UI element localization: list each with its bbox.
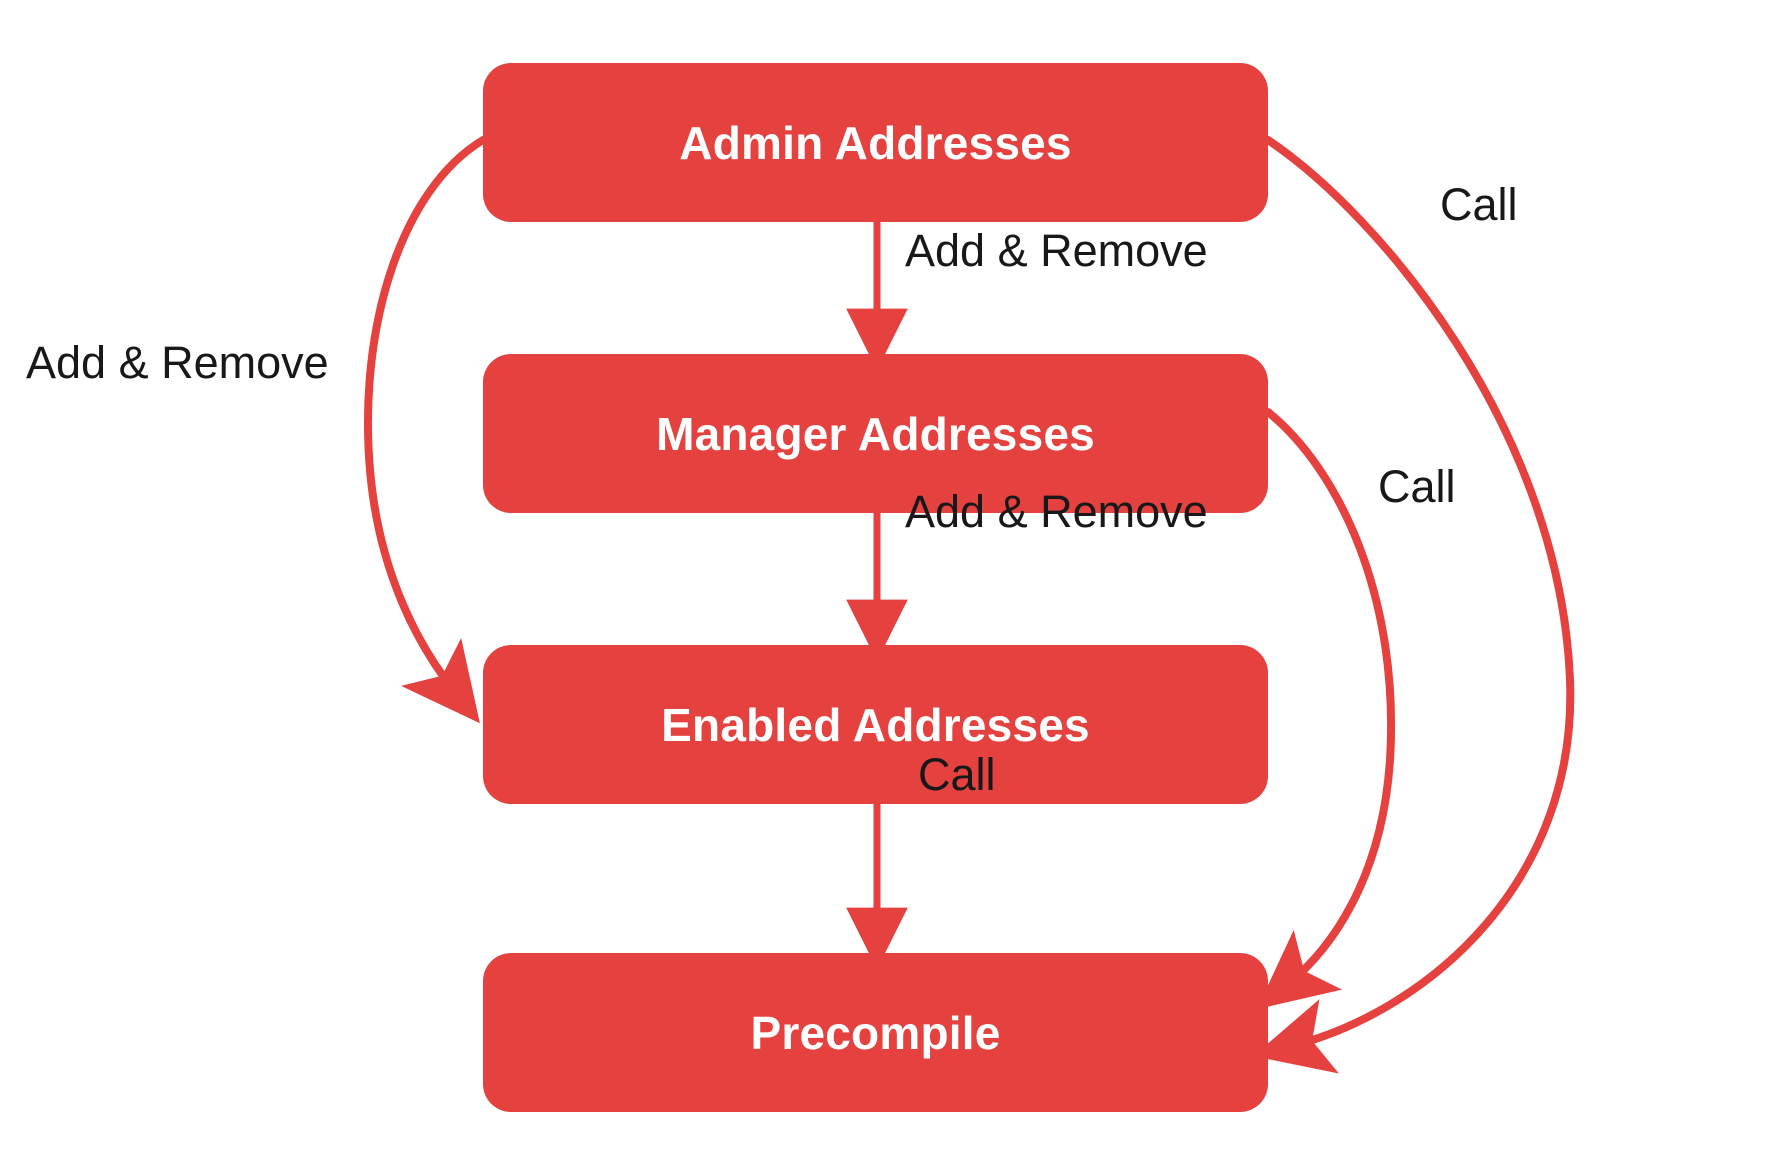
edge-label-admin-enabled: Add & Remove xyxy=(26,337,329,388)
edge-manager-precompile xyxy=(1256,408,1395,1010)
edge-label-admin-precompile: Call xyxy=(1440,179,1518,230)
node-admin-addresses[interactable]: Admin Addresses xyxy=(483,63,1268,222)
edge-label-manager-precompile: Call xyxy=(1378,461,1456,512)
edge-label-admin-manager: Add & Remove xyxy=(905,225,1208,276)
edge-admin-precompile xyxy=(1253,136,1575,1074)
node-label: Manager Addresses xyxy=(656,407,1095,460)
edge-label-manager-enabled: Add & Remove xyxy=(905,486,1208,537)
node-label: Enabled Addresses xyxy=(661,698,1090,751)
node-enabled-addresses[interactable]: Enabled Addresses xyxy=(483,645,1268,804)
edge-admin-enabled xyxy=(364,136,487,724)
edge-label-enabled-precompile: Call xyxy=(918,749,996,800)
node-label: Precompile xyxy=(750,1006,1001,1059)
node-precompile[interactable]: Precompile xyxy=(483,953,1268,1112)
node-label: Admin Addresses xyxy=(679,116,1072,169)
node-manager-addresses[interactable]: Manager Addresses xyxy=(483,354,1268,513)
